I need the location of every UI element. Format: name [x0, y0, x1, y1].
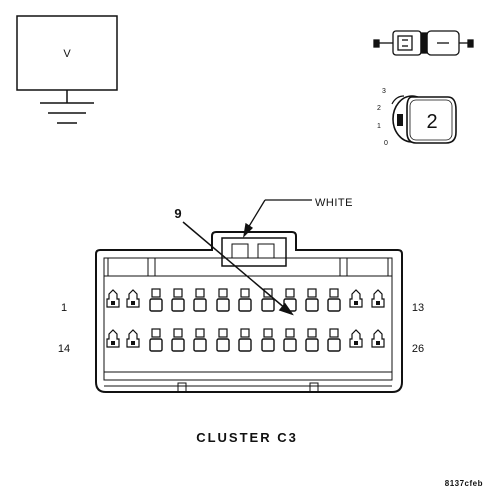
ignition-position-2: 2 [377, 105, 381, 112]
pin-label-top-left: 1 [61, 302, 67, 314]
top-row-pin-6 [216, 288, 230, 312]
cluster-connector [95, 231, 403, 393]
bottom-row-pin-4 [171, 328, 185, 352]
probe-connector-icon [373, 30, 474, 56]
bottom-row-pin-7 [238, 328, 252, 352]
pin-callout-arrow [182, 221, 294, 316]
bottom-row-pin-11 [327, 328, 341, 352]
meter-symbol: V [63, 48, 71, 60]
top-row-pin-2 [126, 289, 140, 308]
ignition-position-3: 3 [382, 88, 386, 95]
bottom-row-pin-1 [106, 329, 120, 348]
bottom-row-pin-10 [305, 328, 319, 352]
bottom-row-pin-8 [261, 328, 275, 352]
pin-row-top [106, 288, 385, 312]
top-row-pin-9 [283, 288, 297, 312]
pin-row-bottom [106, 328, 385, 352]
bottom-row-pin-6 [216, 328, 230, 352]
top-row-pin-5 [193, 288, 207, 312]
bottom-row-pin-3 [149, 328, 163, 352]
top-row-pin-1 [106, 289, 120, 308]
top-row-pin-11 [327, 288, 341, 312]
top-row-pin-12 [349, 289, 363, 308]
top-row-pin-8 [261, 288, 275, 312]
bottom-row-pin-12 [349, 329, 363, 348]
ignition-key-label: 2 [426, 111, 437, 133]
top-row-pin-3 [149, 288, 163, 312]
pin-label-bottom-right: 26 [412, 343, 424, 355]
pin-label-top-right: 13 [412, 302, 424, 314]
bottom-row-pin-9 [283, 328, 297, 352]
connector-title: CLUSTER C3 [196, 430, 298, 445]
top-row-pin-4 [171, 288, 185, 312]
top-row-pin-13 [371, 289, 385, 308]
wire-color-label: WHITE [315, 197, 353, 209]
bottom-row-pin-13 [371, 329, 385, 348]
pin-callout-number: 9 [174, 206, 181, 221]
top-row-pin-10 [305, 288, 319, 312]
wire-color-leader [243, 199, 312, 238]
ignition-position-1: 1 [377, 123, 381, 130]
ignition-position-0: 0 [384, 140, 388, 147]
ground-icon [40, 90, 94, 124]
bottom-row-pin-2 [126, 329, 140, 348]
ignition-switch-icon: 3 2 1 0 2 [377, 88, 457, 147]
top-row-pin-7 [238, 288, 252, 312]
voltmeter-icon: V [16, 15, 118, 124]
pin-label-bottom-left: 14 [58, 343, 70, 355]
figure-code: 8137cfeb [445, 479, 483, 488]
bottom-row-pin-5 [193, 328, 207, 352]
